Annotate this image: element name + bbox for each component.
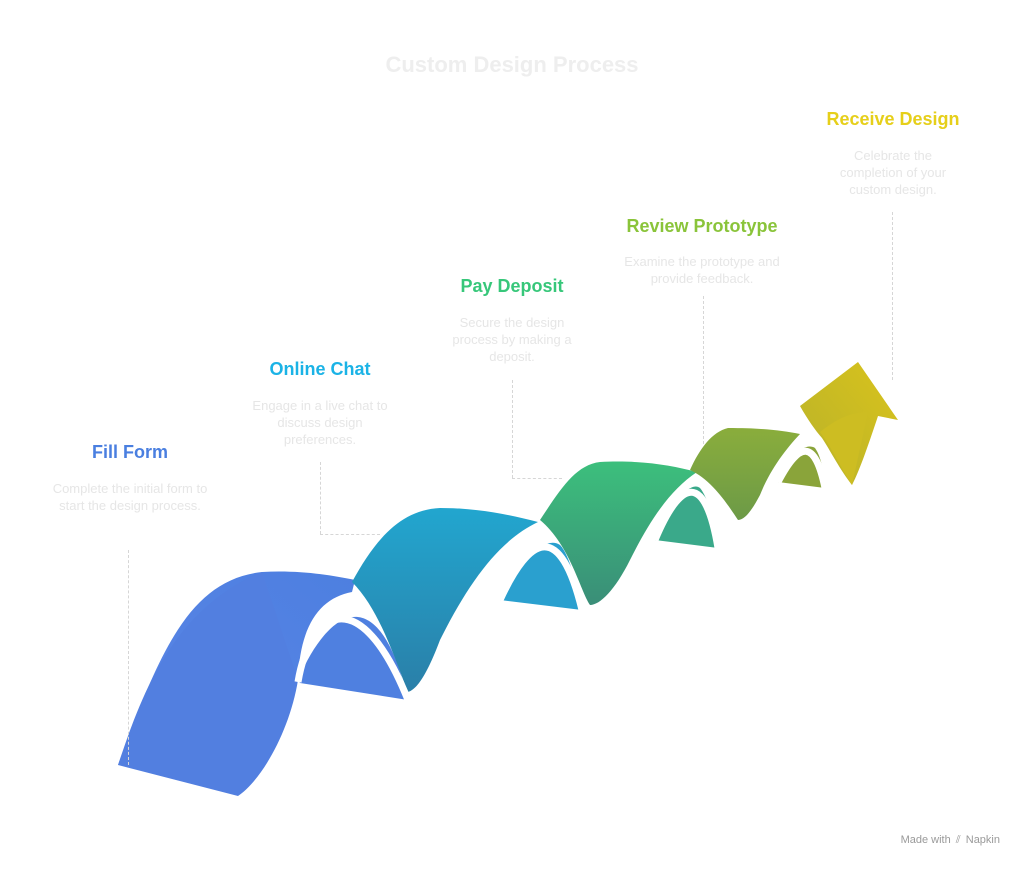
step-title-fill-form: Fill Form — [92, 442, 168, 462]
ribbon-segment-fill-form-tail — [298, 616, 408, 700]
ribbon-segment-review-prototype — [690, 428, 800, 520]
ribbon-segment-online-chat — [352, 508, 538, 692]
step-title-online-chat: Online Chat — [269, 359, 371, 379]
connector-review-prototype — [703, 296, 704, 444]
connector-receive-design — [892, 212, 893, 380]
connector-online-chat-h — [320, 534, 380, 535]
ribbon-segment-fill-form-front — [118, 572, 298, 796]
step-desc-pay-deposit: Secure the design process by making a de… — [452, 315, 572, 364]
footer-brand: Napkin — [965, 834, 1000, 846]
step-desc-review-prototype: Examine the prototype and provide feedba… — [624, 254, 780, 286]
connector-fill-form — [128, 550, 129, 765]
step-desc-online-chat: Engage in a live chat to discuss design … — [252, 398, 388, 447]
step-desc-fill-form: Complete the initial form to start the d… — [52, 481, 208, 513]
step-desc-receive-design: Celebrate the completion of your custom … — [839, 148, 947, 197]
napkin-logo-icon: ⫽ — [955, 834, 961, 846]
step-title-receive-design: Receive Design — [826, 109, 960, 129]
footer-attribution: Made with ⫽ Napkin — [901, 834, 1000, 847]
step-title-pay-deposit: Pay Deposit — [460, 276, 564, 296]
step-title-review-prototype: Review Prototype — [626, 216, 778, 236]
connector-pay-deposit-h — [512, 478, 562, 479]
ribbon-segment-receive-design-body — [820, 412, 868, 485]
footer-made-with: Made with — [900, 834, 951, 846]
connector-pay-deposit — [512, 380, 513, 478]
connector-online-chat — [320, 462, 321, 534]
ribbon-segment-pay-deposit — [540, 461, 697, 605]
page-title: Custom Design Process — [385, 52, 639, 77]
